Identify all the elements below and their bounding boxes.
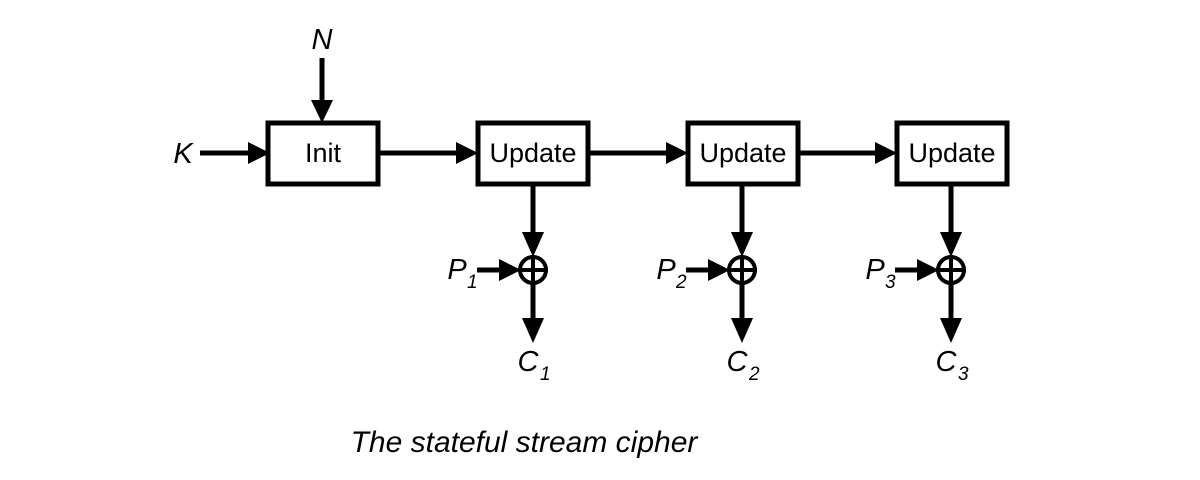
xor-gate-1 [518, 255, 548, 285]
block-init-rect [265, 120, 381, 187]
arrowhead-update2-update3 [875, 142, 897, 164]
block-update2[interactable]: Update [685, 120, 801, 187]
arrowhead-init-update1 [456, 142, 478, 164]
arrowhead-key [248, 142, 270, 164]
label-c2-sub: 2 [748, 364, 760, 385]
wire-update2-to-update3 [798, 142, 897, 164]
wire-xor2-to-c2 [731, 283, 753, 343]
arrowhead-keystream2 [731, 232, 753, 257]
wire-xor3-to-c3 [940, 283, 962, 343]
wire-key-to-init [200, 142, 270, 164]
label-plaintext-3: P 3 [865, 254, 896, 293]
label-p3-sub: 3 [885, 272, 896, 293]
wire-p1-to-xor1 [477, 259, 521, 281]
block-update1-label: Update [489, 138, 576, 168]
arrowhead-c3 [940, 318, 962, 343]
label-c1-sub: 1 [540, 364, 551, 385]
block-update3[interactable]: Update [894, 120, 1010, 187]
wire-p2-to-xor2 [686, 259, 730, 281]
block-init[interactable]: Init [265, 120, 381, 187]
arrowhead-nonce [311, 100, 333, 123]
label-ciphertext-1: C 1 [518, 346, 551, 385]
label-p3-base: P [865, 254, 885, 286]
label-plaintext-1: P 1 [447, 254, 477, 293]
block-update3-label: Update [908, 138, 995, 168]
label-c3-base: C [936, 346, 958, 378]
arrowhead-p2 [708, 259, 730, 281]
xor-gate-3 [936, 255, 966, 285]
block-update2-label: Update [699, 138, 786, 168]
label-p2-sub: 2 [675, 272, 687, 293]
arrowhead-p1 [499, 259, 521, 281]
label-ciphertext-2: C 2 [727, 346, 760, 385]
wire-update1-to-xor1 [522, 184, 544, 257]
label-ciphertext-3: C 3 [936, 346, 969, 385]
label-c3-sub: 3 [958, 364, 969, 385]
arrowhead-keystream1 [522, 232, 544, 257]
block-update1[interactable]: Update [475, 120, 591, 187]
label-plaintext-2: P 2 [656, 254, 687, 293]
wire-xor1-to-c1 [522, 283, 544, 343]
arrowhead-update1-update2 [666, 142, 688, 164]
label-p1-sub: 1 [467, 272, 478, 293]
label-c1-base: C [518, 346, 540, 378]
block-update1-rect [475, 120, 591, 187]
wire-p3-to-xor3 [895, 259, 939, 281]
block-init-label: Init [305, 138, 342, 168]
figure-caption: The stateful stream cipher [351, 426, 699, 459]
label-key: K [173, 138, 194, 170]
wire-update2-to-xor2 [731, 184, 753, 257]
label-nonce: N [312, 24, 333, 56]
xor-gate-2 [727, 255, 757, 285]
wire-update1-to-update2 [588, 142, 688, 164]
arrowhead-c1 [522, 318, 544, 343]
block-update3-rect [894, 120, 1010, 187]
block-update2-rect [685, 120, 801, 187]
arrowhead-keystream3 [940, 232, 962, 257]
wire-nonce-to-init [311, 58, 333, 123]
arrowhead-p3 [917, 259, 939, 281]
arrowhead-c2 [731, 318, 753, 343]
label-p2-base: P [656, 254, 676, 286]
wire-init-to-update1 [378, 142, 478, 164]
label-p1-base: P [447, 254, 467, 286]
label-c2-base: C [727, 346, 749, 378]
wire-update3-to-xor3 [940, 184, 962, 257]
